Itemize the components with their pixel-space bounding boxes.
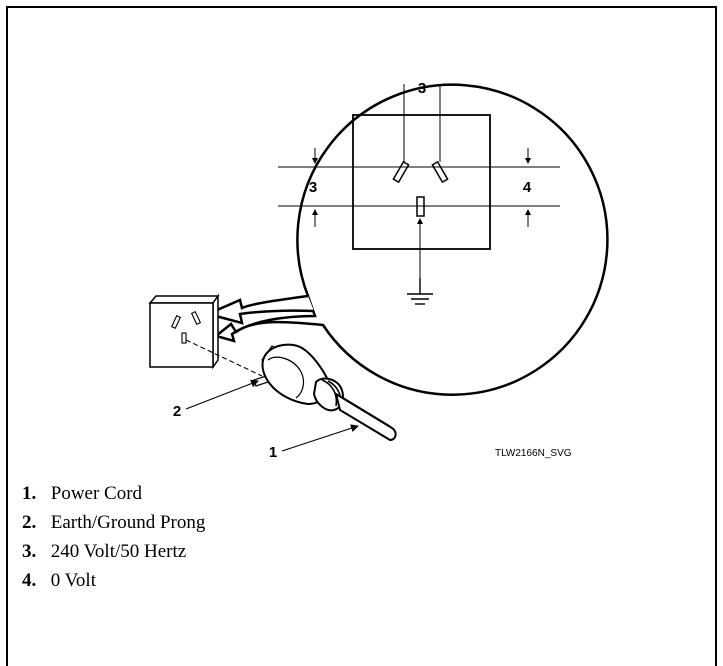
legend-item: 1. Power Cord <box>22 483 143 504</box>
outlet-diagram: 3 3 4 2 1 TLW2166N_SVG <box>148 80 609 461</box>
power-plug <box>253 343 344 412</box>
prong-alignment-line <box>185 339 263 377</box>
power-cord <box>334 391 397 442</box>
callout-right-4: 4 <box>523 179 532 196</box>
dimension-lines <box>278 84 560 278</box>
ground-symbol-icon <box>407 278 433 305</box>
callout-top-3: 3 <box>418 80 426 97</box>
legend-list: 1. Power Cord 2. Earth/Ground Prong 3. 2… <box>22 479 205 595</box>
legend-item: 3. 240 Volt/50 Hertz <box>22 541 187 562</box>
callout-2: 2 <box>173 403 181 420</box>
callout-left-3: 3 <box>309 179 317 196</box>
power-cord-leader <box>281 424 359 452</box>
wall-outlet-plate <box>148 293 220 370</box>
outlet-face-square <box>352 114 491 250</box>
legend-item: 2. Earth/Ground Prong <box>22 512 206 533</box>
legend-item: 4. 0 Volt <box>22 570 96 591</box>
magnified-view-bubble <box>204 83 609 396</box>
callout-1: 1 <box>269 444 277 461</box>
figure-code: TLW2166N_SVG <box>495 448 572 459</box>
figure-frame <box>6 6 717 666</box>
earth-prong-leader <box>185 379 259 410</box>
